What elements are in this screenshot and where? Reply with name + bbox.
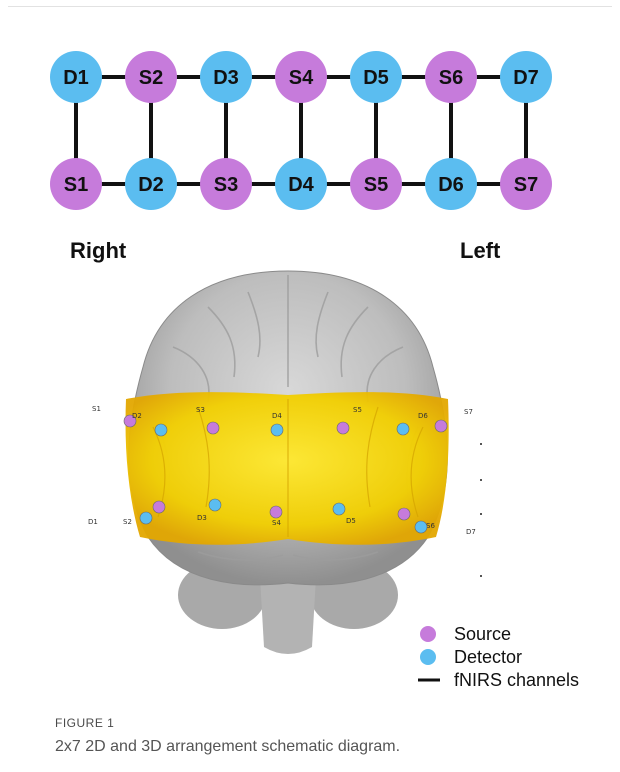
- legend-source-label: Source: [454, 624, 511, 644]
- legend: Source Detector fNIRS channels: [418, 624, 579, 690]
- edge-ticks: [480, 443, 482, 577]
- node-label: S6: [439, 67, 463, 89]
- node-label: D1: [63, 67, 89, 89]
- node-label: S1: [64, 174, 88, 196]
- probe-marker-label: D2: [132, 412, 142, 420]
- probe-marker-label: D1: [88, 518, 98, 526]
- left-side-label: Left: [460, 238, 501, 263]
- probe-marker-label: D7: [466, 528, 476, 536]
- source-probe-marker: [207, 422, 219, 434]
- detector-probe-marker: [415, 521, 427, 533]
- detector-probe-marker: [140, 512, 152, 524]
- node-label: D5: [363, 67, 389, 89]
- legend-source-swatch: [420, 626, 436, 642]
- detector-probe-marker: [271, 424, 283, 436]
- detector-probe-marker: [209, 499, 221, 511]
- probe-marker-label: D5: [346, 517, 356, 525]
- node-label: D4: [288, 174, 314, 196]
- node-label: D7: [513, 67, 539, 89]
- legend-detector-swatch: [420, 649, 436, 665]
- probe-marker-label: S1: [92, 405, 101, 413]
- probe-marker-label: S7: [464, 408, 473, 416]
- probe-marker-label: S6: [426, 522, 435, 530]
- source-probe-marker: [153, 501, 165, 513]
- right-side-label: Right: [70, 238, 127, 263]
- figure-label: FIGURE 1: [55, 716, 114, 730]
- node-label: S2: [139, 67, 163, 89]
- node-label: D3: [213, 67, 239, 89]
- probe-marker-label: D4: [272, 412, 282, 420]
- node-label: S5: [364, 174, 388, 196]
- legend-channel-label: fNIRS channels: [454, 670, 579, 690]
- probe-marker-label: D3: [197, 514, 207, 522]
- detector-probe-marker: [155, 424, 167, 436]
- fnirs-coverage-region: [126, 392, 449, 545]
- legend-detector-label: Detector: [454, 647, 522, 667]
- detector-probe-marker: [397, 423, 409, 435]
- node-label: D2: [138, 174, 164, 196]
- figure-caption: 2x7 2D and 3D arrangement schematic diag…: [55, 738, 400, 756]
- probe-marker-label: D6: [418, 412, 428, 420]
- node-label: D6: [438, 174, 464, 196]
- probe-marker-label: S4: [272, 519, 281, 527]
- source-probe-marker: [435, 420, 447, 432]
- detector-probe-marker: [333, 503, 345, 515]
- brain-render: [126, 271, 449, 654]
- node-label: S7: [514, 174, 538, 196]
- source-probe-marker: [398, 508, 410, 520]
- probe-marker-label: S5: [353, 406, 362, 414]
- probe-marker-label: S2: [123, 518, 132, 526]
- node-label: S4: [289, 67, 314, 89]
- probe-marker-label: S3: [196, 406, 205, 414]
- source-probe-marker: [270, 506, 282, 518]
- source-probe-marker: [337, 422, 349, 434]
- node-label: S3: [214, 174, 238, 196]
